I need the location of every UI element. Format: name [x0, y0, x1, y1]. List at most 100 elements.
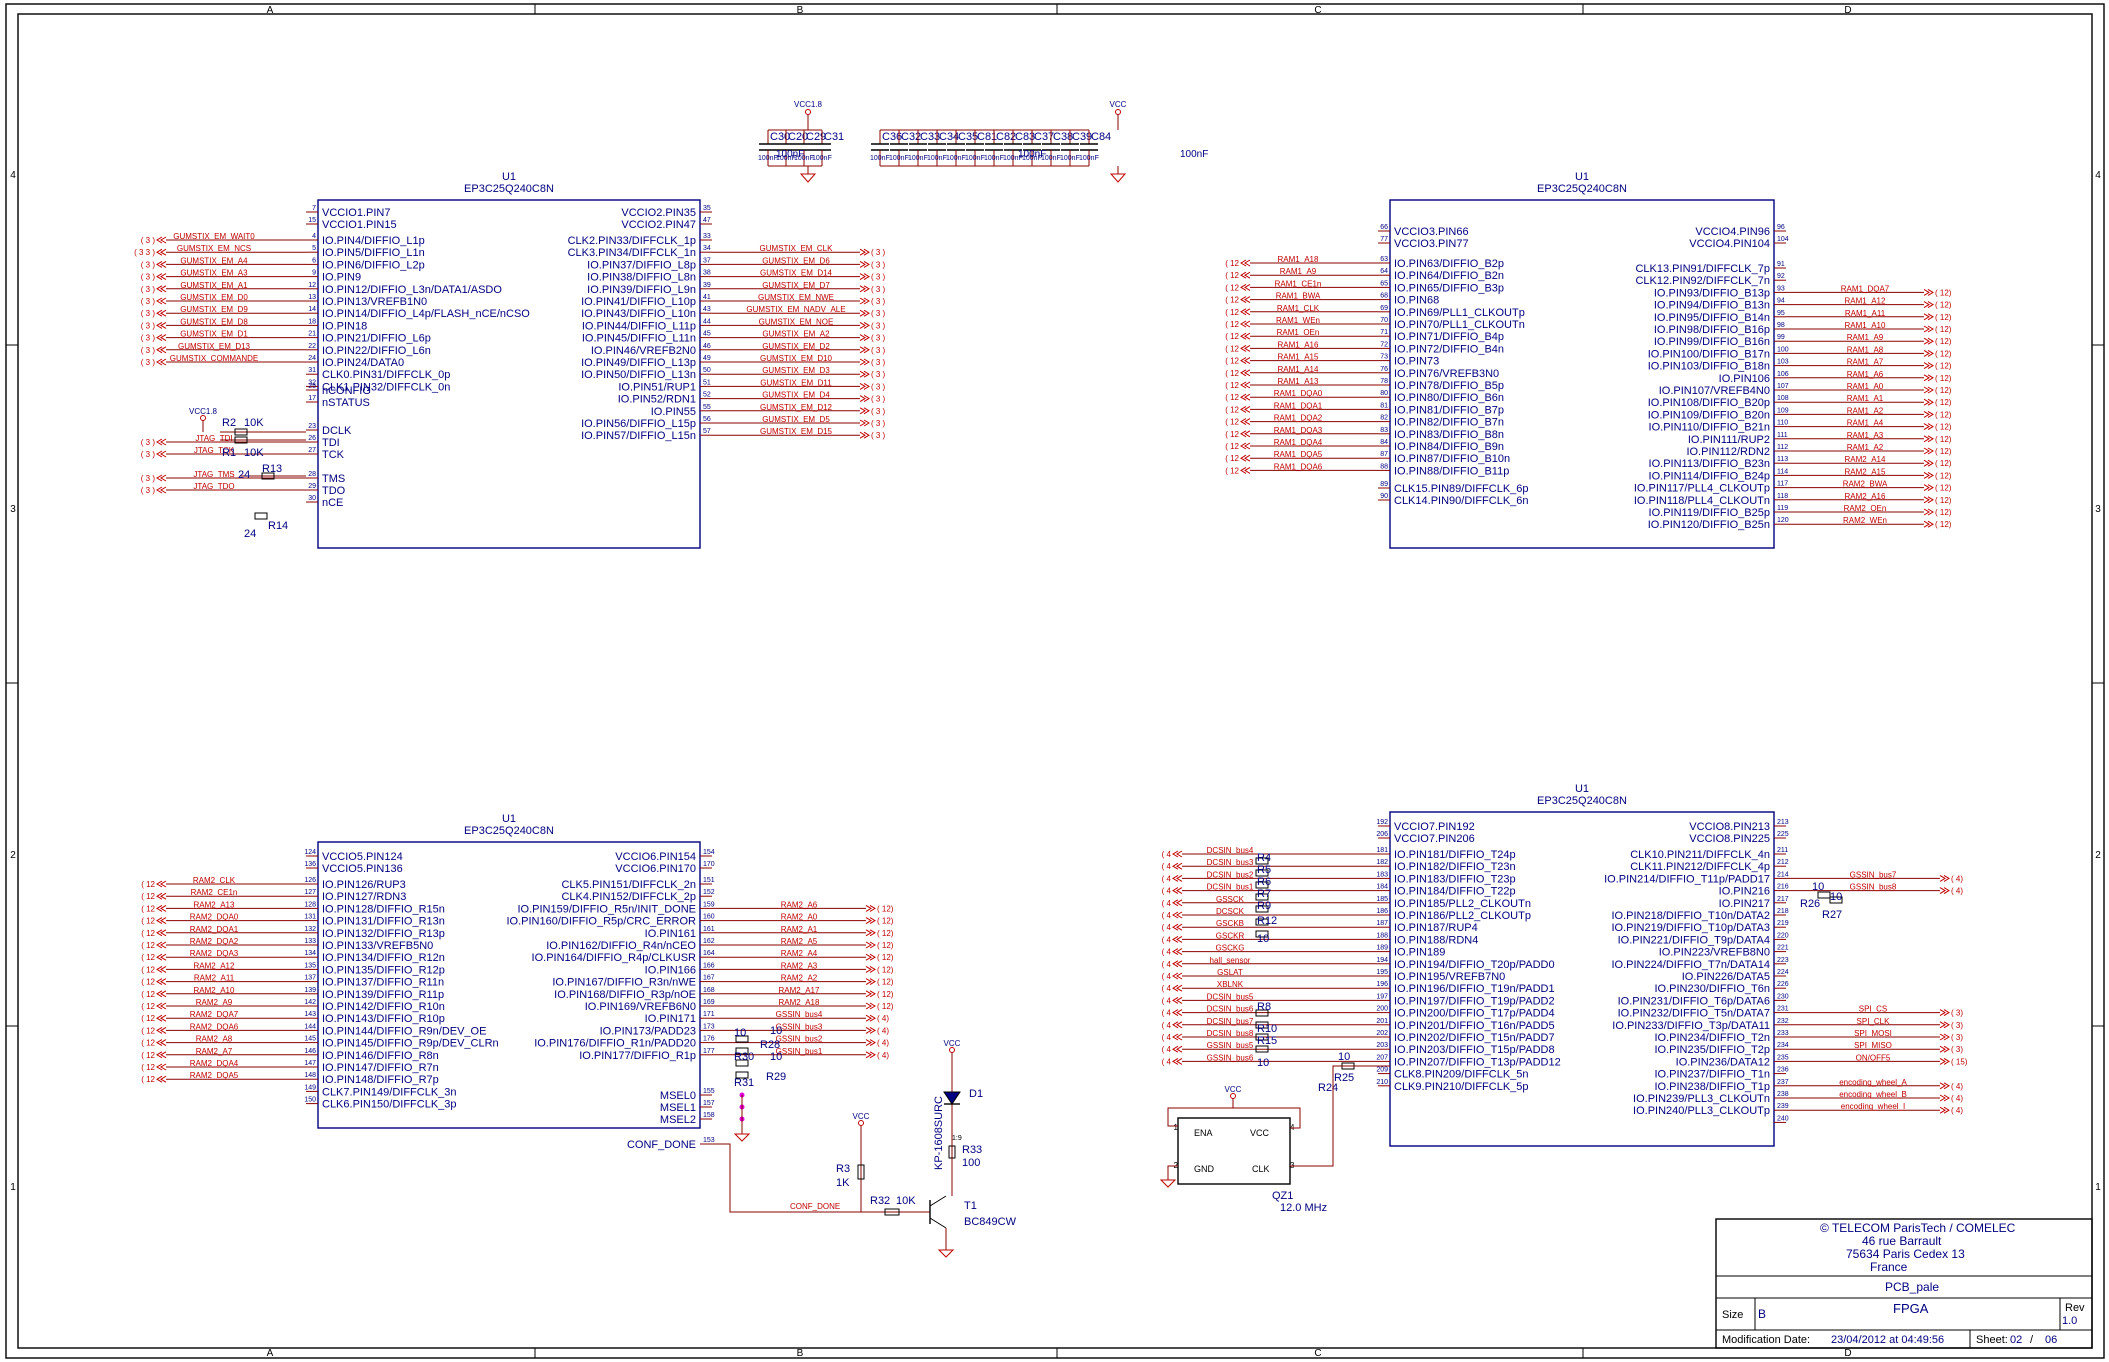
- cap-ref: C39: [1072, 131, 1092, 143]
- zone-col-top: B: [797, 5, 804, 16]
- net-label: GUMSTIX_EM_NOE: [759, 317, 834, 326]
- pin-number: 83: [1380, 427, 1388, 434]
- pin-name: VCCIO3.PIN66: [1394, 226, 1469, 238]
- pin-name: CLK13.PIN91/DIFFCLK_7p: [1635, 263, 1770, 275]
- d1-ref: D1: [969, 1088, 983, 1100]
- offpage-connector: [156, 1063, 167, 1071]
- zone-col-top: C: [1314, 5, 1321, 16]
- offpage-connector: [1240, 357, 1251, 365]
- offpage-connector: [859, 260, 870, 268]
- net-label: RAM2_DQA3: [190, 949, 239, 958]
- net-label: GSSIN_bus5: [1207, 1041, 1254, 1050]
- pin-number: 239: [1777, 1103, 1789, 1110]
- pin-name: IO.PIN161: [645, 928, 696, 940]
- offpage-connector: [865, 1051, 876, 1059]
- pin-name: IO.PIN99/DIFFIO_B16n: [1654, 336, 1770, 348]
- offpage-connector: [1939, 1021, 1950, 1029]
- bank-bank34: U1EP3C25Q240C8NVCCIO3.PIN6666VCCIO3.PIN7…: [1225, 171, 1952, 549]
- ground-symbol: [937, 1249, 955, 1258]
- pin-name: IO.PIN81/DIFFIO_B7p: [1394, 404, 1504, 416]
- pin-number: 72: [1380, 341, 1388, 348]
- offpage-ref: ( 3 ): [871, 346, 886, 355]
- net-label: GUMSTIX_EM_D0: [180, 293, 248, 302]
- pin-number: 224: [1777, 969, 1789, 976]
- pin-name: IO.PIN187/RUP4: [1394, 922, 1478, 934]
- pin-name: IO.PIN126/RUP3: [322, 879, 406, 891]
- pin-name: IO.PIN186/PLL2_CLKOUTp: [1394, 910, 1531, 922]
- pin-number: 194: [1376, 957, 1388, 964]
- cap-ref: C38: [1053, 131, 1073, 143]
- pin-number: 124: [304, 849, 316, 856]
- pin-name: IO.PIN100/DIFFIO_B17n: [1648, 348, 1770, 360]
- offpage-connector: [865, 978, 876, 986]
- cap-value: 100nF: [1060, 155, 1080, 162]
- offpage-ref: ( 3 ): [141, 450, 156, 459]
- offpage-connector: [156, 965, 167, 973]
- pin-name: VCCIO4.PIN96: [1695, 226, 1770, 238]
- net-label: RAM2_A4: [781, 949, 818, 958]
- offpage-connector: [859, 382, 870, 390]
- offpage-connector: [156, 880, 167, 888]
- offpage-connector: [156, 953, 167, 961]
- offpage-connector: [156, 321, 167, 329]
- pin-number: 90: [1380, 493, 1388, 500]
- offpage-connector: [865, 990, 876, 998]
- offpage-ref: ( 12: [1225, 308, 1239, 317]
- pin-number: 133: [304, 938, 316, 945]
- resistor-ref: R7: [1257, 888, 1271, 900]
- offpage-connector: [156, 334, 167, 342]
- resistor-ref: R14: [268, 520, 288, 532]
- offpage-connector: [1923, 471, 1934, 479]
- net-label: RAM1_DQA5: [1274, 450, 1323, 459]
- offpage-ref: ( 3): [1951, 1033, 1963, 1042]
- pin-name: IO.PIN73: [1394, 356, 1439, 368]
- pin-name: IO.PIN235/DIFFIO_T2p: [1654, 1044, 1770, 1056]
- offpage-connector: [1923, 520, 1934, 528]
- pin-number: 169: [703, 999, 715, 1006]
- offpage-ref: ( 12: [1225, 405, 1239, 414]
- pin-number: 63: [1380, 256, 1388, 263]
- pin-number: 95: [1777, 310, 1785, 317]
- conf-done-label: CONF_DONE: [790, 1202, 840, 1211]
- offpage-connector: [156, 917, 167, 925]
- led-mark: 1:9: [952, 1135, 962, 1142]
- offpage-connector: [1172, 1033, 1183, 1041]
- zone-row-right: 2: [2095, 850, 2101, 861]
- resistor-value: 10K: [244, 447, 264, 459]
- offpage-connector: [865, 1014, 876, 1022]
- resistor-value: 10: [1830, 891, 1842, 903]
- net-label: GUMSTIX_EM_D9: [180, 305, 248, 314]
- pin-number: 108: [1777, 395, 1789, 402]
- offpage-connector: [156, 474, 167, 482]
- pin-number: 32: [308, 379, 316, 386]
- pin-number: 45: [703, 331, 711, 338]
- offpage-connector: [1923, 386, 1934, 394]
- pin-number: 66: [1380, 224, 1388, 231]
- offpage-connector: [1240, 442, 1251, 450]
- offpage-ref: ( 4): [877, 1014, 889, 1023]
- offpage-ref: ( 3 ): [871, 334, 886, 343]
- net-label: RAM2_A13: [194, 900, 235, 909]
- net-label: RAM2_A8: [196, 1035, 233, 1044]
- pin-number: 177: [703, 1048, 715, 1055]
- net-label: RAM2_A16: [1845, 492, 1886, 501]
- net-label: GUMSTIX_EM_D12: [760, 403, 833, 412]
- pin-number: 4: [312, 233, 316, 240]
- resistor-ref: R8: [1257, 1001, 1271, 1013]
- pin-number: 143: [304, 1011, 316, 1018]
- pin-number: 136: [304, 861, 316, 868]
- pin-name: VCCIO6.PIN154: [615, 851, 696, 863]
- pin-name: VCCIO5.PIN124: [322, 851, 403, 863]
- pin-name: IO.PIN160/DIFFIO_R5p/CRC_ERROR: [507, 916, 697, 928]
- net-label: DCSIN_bus2: [1207, 870, 1254, 879]
- pin-number: 168: [703, 987, 715, 994]
- pin-number: 98: [1777, 322, 1785, 329]
- pin-name: IO.PIN202/DIFFIO_T15n/PADD7: [1394, 1032, 1555, 1044]
- pin-name: VCCIO2.PIN35: [621, 207, 696, 219]
- vcc-label: VCC: [1225, 1085, 1242, 1094]
- offpage-ref: ( 12: [141, 1063, 155, 1072]
- net-label: GSSIN_bus3: [776, 1022, 823, 1031]
- resistor: [1255, 1009, 1269, 1017]
- pin-number: 203: [1376, 1042, 1388, 1049]
- pin-name: IO.PIN111/RUP2: [1688, 434, 1770, 446]
